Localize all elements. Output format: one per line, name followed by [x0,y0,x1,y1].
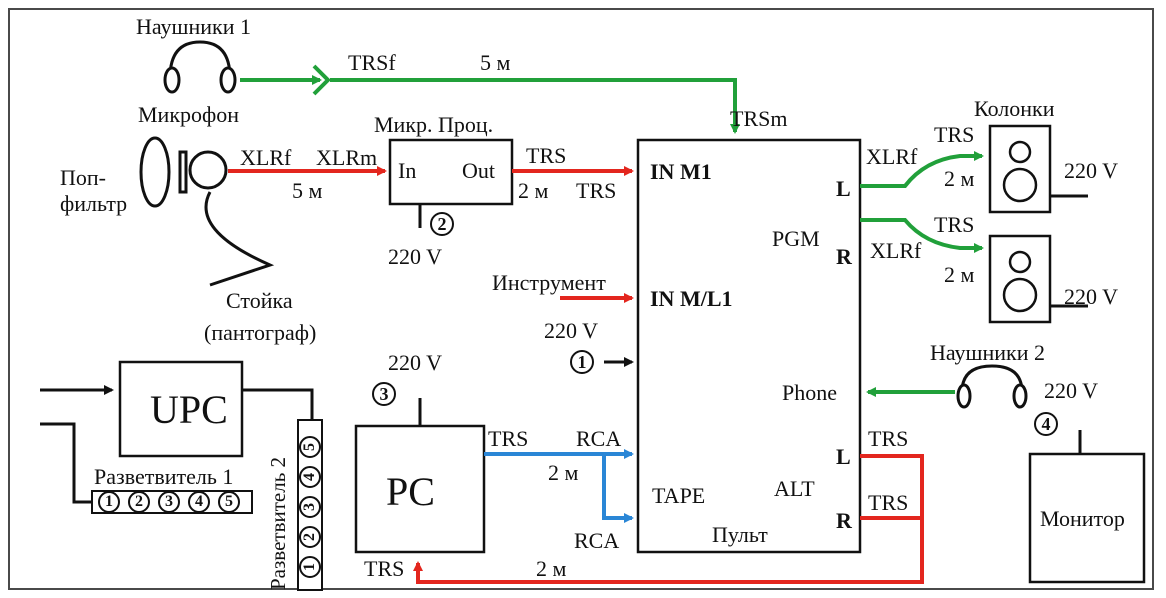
alt-cable-trs-bottom: TRS [868,490,909,515]
xlrm-label: XLRm [316,145,378,170]
pc-box [354,424,486,554]
console-pgm: PGM [772,226,820,251]
processor-out: Out [462,158,495,183]
splitter2-outlet-1: 1 [299,556,321,578]
xlrf-label: XLRf [240,145,292,170]
proc-cable-trs-top: TRS [526,143,567,168]
speaker-left [988,124,1088,214]
mic-cable-length: 5 м [292,178,323,203]
processor-in: In [398,158,417,183]
monitor-power-number: 4 [1034,412,1058,436]
splitter2-outlet-4: 4 [299,466,321,488]
stand-label-2: (пантограф) [204,320,317,345]
stand-label-1: Стойка [226,288,293,313]
headphone-cable [240,64,740,134]
diagram-frame [8,8,1154,590]
upc-label: UPC [150,387,228,432]
pc-trs-in: TRS [364,556,405,581]
pc-cable-length: 2 м [548,460,579,485]
speaker-right-cable [860,218,984,253]
speaker-right-trs: TRS [934,212,975,237]
alt-cable-length: 2 м [536,556,567,581]
mic-label: Микрофон [138,102,240,127]
console-phone: Phone [782,380,837,405]
splitter1-outlet-3: 3 [158,491,180,513]
console-tape: TAPE [652,483,706,508]
instrument-label: Инструмент [492,270,606,295]
processor-title: Микр. Проц. [374,112,494,137]
speaker-right-length: 2 м [944,262,975,287]
speaker-left-cable [860,151,984,188]
speaker-left-xlrf: XLRf [866,144,918,169]
processor-power: 220 V [388,244,442,269]
speaker-left-trs: TRS [934,122,975,147]
pc-power-number: 3 [372,382,396,406]
headphones-1-label: Наушники 1 [136,14,251,39]
pc-trs-out: TRS [488,426,529,451]
processor-box [388,138,514,206]
proc-cable-length: 2 м [518,178,549,203]
top-cable-length: 5 м [480,50,511,75]
upc-output-line [242,388,314,420]
pc-cable-bottom [602,454,634,523]
console-alt-r: R [836,508,852,533]
speakers-title: Колонки [974,96,1055,121]
splitter1-outlet-1: 1 [98,491,120,513]
splitter2-outlet-3: 3 [299,496,321,518]
monitor-power: 220 V [1044,378,1098,403]
headphones-1-icon [163,40,237,94]
console-power-number: 1 [570,350,594,374]
speaker-left-length: 2 м [944,166,975,191]
alt-cable-trs-top: TRS [868,426,909,451]
processor-power-number: 2 [430,212,454,236]
console-in-m1: IN M1 [650,159,712,184]
microphone-icon [139,136,275,287]
console-name: Пульт [712,522,768,547]
console-out-r: R [836,244,852,269]
pc-label: PC [386,469,435,514]
headphones-2-icon [956,364,1028,409]
console-alt: ALT [774,476,815,501]
console-box [636,138,862,554]
pc-power: 220 V [388,350,442,375]
speaker-right-xlrf: XLRf [870,238,922,263]
console-alt-l: L [836,444,851,469]
alt-cable [413,454,924,584]
console-in-ml1: IN M/L1 [650,286,733,311]
splitter1-input-line [40,422,92,504]
console-out-l: L [836,176,851,201]
headphones-2-label: Наушники 2 [930,340,1045,365]
proc-cable-trs-bottom: TRS [576,178,617,203]
splitter1-outlet-5: 5 [218,491,240,513]
splitter1-outlet-4: 4 [188,491,210,513]
pc-rca-top: RCA [576,426,622,451]
pc-rca-bottom: RCA [574,528,620,553]
splitter1-label: Разветвитель 1 [94,464,234,489]
console-power: 220 V [544,318,598,343]
trsm-label: TRSm [730,106,788,131]
splitter1-outlet-2: 2 [128,491,150,513]
splitter2-outlet-5: 5 [299,436,321,458]
upc-box [118,360,244,458]
speaker-right [988,234,1088,324]
speaker-left-power: 220 V [1064,158,1118,183]
popfilter-label: Поп- фильтр [60,165,128,216]
splitter2-label: Разветвитель 2 [266,456,290,590]
trsf-label: TRSf [348,50,396,75]
monitor-label: Монитор [1040,506,1125,531]
speaker-right-power: 220 V [1064,284,1118,309]
splitter2-outlet-2: 2 [299,526,321,548]
monitor-box [1028,452,1146,584]
